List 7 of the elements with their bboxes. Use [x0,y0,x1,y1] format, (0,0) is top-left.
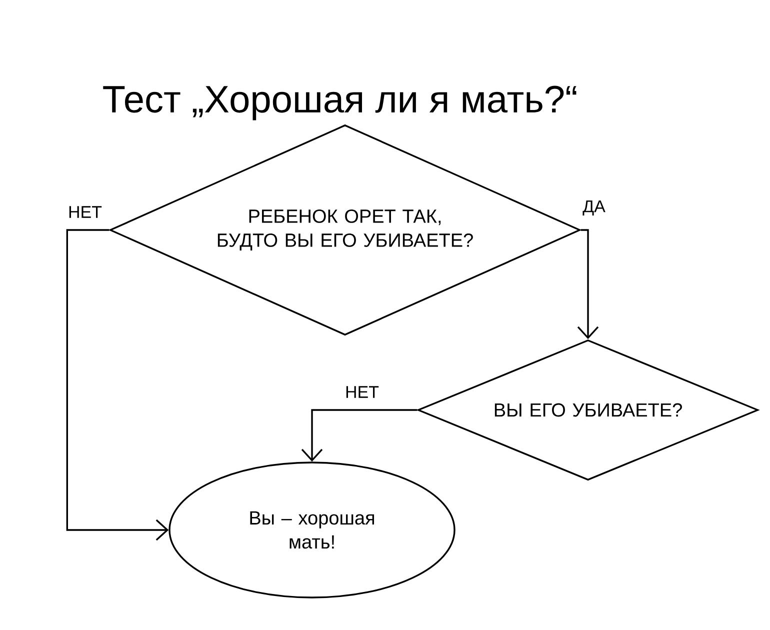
arrow [66,229,169,541]
edge-label: НЕТ [343,384,381,400]
title: Тест „Хорошая ли я мать?“ [103,86,576,120]
edge-label: ДА [580,198,608,218]
arrow [577,229,599,340]
edge-label: НЕТ [66,204,104,220]
arrow [301,409,418,462]
